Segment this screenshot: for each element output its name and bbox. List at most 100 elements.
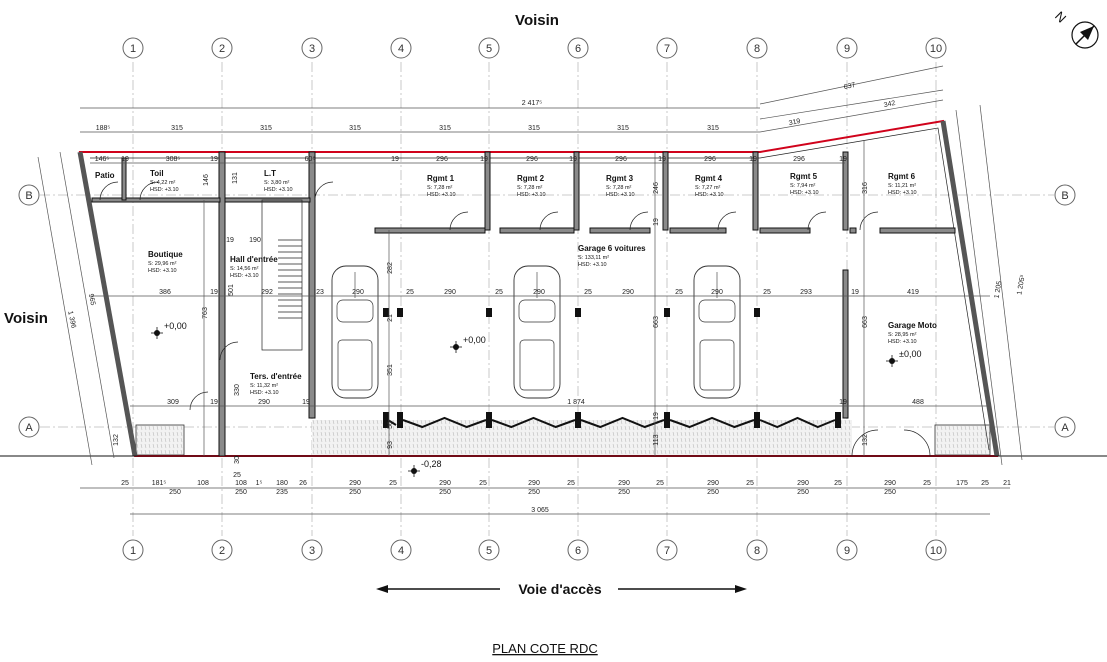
dimension-label: 19: [302, 399, 310, 406]
dimension-label: 250: [707, 489, 719, 496]
grid-column-label: 10: [930, 545, 942, 557]
dimension-label: 25: [656, 480, 664, 487]
grid-column-label: 1: [130, 43, 136, 55]
dimension-label: 19: [210, 289, 218, 296]
parking-cars: [331, 265, 741, 399]
grid-column-label: 7: [664, 545, 670, 557]
room-hsd: HSD: +3.10: [150, 187, 179, 193]
dimension-label: 309: [167, 399, 179, 406]
dimension-label: 296: [615, 156, 627, 163]
planter-left: [135, 424, 185, 456]
level-value: +0,00: [463, 335, 486, 345]
dimension-label: 290: [618, 480, 630, 487]
garage-door: [759, 416, 836, 429]
dimension-label: 21: [387, 314, 394, 322]
grid-column-bubble: 8: [746, 539, 768, 561]
grid-row-bubble: B: [1054, 184, 1076, 206]
grid-column-bubble: 1: [122, 539, 144, 561]
room-hsd: HSD: +3.10: [517, 192, 546, 198]
room-hsd: HSD: +3.10: [427, 192, 456, 198]
room-surface: S: 7,94 m²: [790, 183, 816, 189]
dimension-label: 250: [618, 489, 630, 496]
room-name: Patio: [95, 171, 115, 180]
level-value: +0,00: [164, 321, 187, 331]
grid-row-bubble: A: [1054, 416, 1076, 438]
car-icon: [513, 265, 561, 399]
right-wall: [940, 120, 1000, 457]
level-value: ±0,00: [899, 349, 921, 359]
dimension-label: 663: [653, 316, 660, 328]
garage-door: [580, 416, 665, 429]
dimension-label: 250: [528, 489, 540, 496]
dimension-label: 25: [923, 480, 931, 487]
outer-wall-inner-face: [90, 127, 990, 451]
garage-doors: [387, 416, 836, 429]
dimension-label: 290: [533, 289, 545, 296]
dimension-label: 250: [797, 489, 809, 496]
dimension-label: 290: [352, 289, 364, 296]
dimension-label: 132: [862, 434, 869, 446]
dimension-label: 19: [210, 399, 218, 406]
dimension-label: 315: [617, 125, 629, 132]
room-surface: S: 4,22 m²: [150, 180, 176, 186]
room-name: L.T: [264, 169, 276, 178]
dimension-label: 316: [862, 182, 869, 194]
dimension-label: 290: [349, 480, 361, 487]
dimension-label: 296: [704, 156, 716, 163]
access-road-arrow: [376, 585, 747, 593]
grid-column-label: 4: [398, 43, 404, 55]
grid-column-bubble: 3: [301, 37, 323, 59]
room-name: Toil: [150, 169, 164, 178]
room-surface: S: 7,28 m²: [606, 185, 632, 191]
planter-right: [934, 424, 991, 456]
grid-row-bubble: B: [18, 184, 40, 206]
dimension-label: 19: [749, 156, 757, 163]
level-marker: -0,28: [408, 459, 442, 477]
room-hsd: HSD: +3.10: [230, 273, 259, 279]
dimension-label: 19: [391, 156, 399, 163]
grid-column-label: 3: [309, 43, 315, 55]
room-hsd: HSD: +3.10: [790, 190, 819, 196]
dimension-label: 21: [1003, 480, 1011, 487]
grid-column-bubble: 6: [567, 539, 589, 561]
dimension-label: 315: [349, 125, 361, 132]
room-name: Rgmt 2: [517, 174, 545, 183]
dimension-label: 293: [800, 289, 812, 296]
dimension-label: 19: [226, 237, 234, 244]
dimension-label: 180: [276, 480, 288, 487]
room-hsd: HSD: +3.10: [695, 192, 724, 198]
top-neighbor-label: Voisin: [515, 12, 559, 29]
dimension-label: 290: [258, 399, 270, 406]
interior-walls: [91, 151, 956, 457]
dimension-label: 250: [235, 489, 247, 496]
grid-column-bubble: 4: [390, 37, 412, 59]
room-name: Rgmt 3: [606, 174, 634, 183]
dimension-label: 19: [851, 289, 859, 296]
plan-title: PLAN COTE RDC: [492, 641, 597, 656]
room-name: Boutique: [148, 250, 183, 259]
dimension-label: 965: [87, 293, 96, 306]
room-name: Garage 6 voitures: [578, 244, 646, 253]
dimension-label: 290: [622, 289, 634, 296]
dimension-label: 25: [567, 480, 575, 487]
grid-column-bubble: 7: [656, 539, 678, 561]
dimension-label: 25: [406, 289, 414, 296]
dimension-label: 1⁵: [256, 480, 263, 487]
dimension-label: 290: [528, 480, 540, 487]
dimension-label: 25: [495, 289, 503, 296]
dimension-label: 1 396: [66, 310, 77, 329]
dimension-label: 250: [349, 489, 361, 496]
grid-column-bubble: 1: [122, 37, 144, 59]
grid-column-bubble: 9: [836, 37, 858, 59]
room-hsd: HSD: +3.10: [606, 192, 635, 198]
dimension-label: 250: [169, 489, 181, 496]
grid-column-label: 6: [575, 43, 581, 55]
room-name: Rgmt 6: [888, 172, 916, 181]
